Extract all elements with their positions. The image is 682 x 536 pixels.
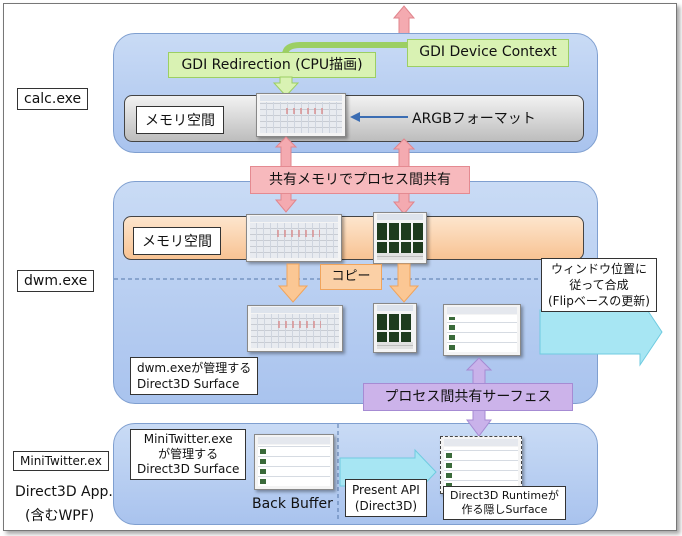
gdi-redirection-box: GDI Redirection (CPU描画) [168, 52, 376, 78]
calc-window-thumbnail [256, 93, 346, 137]
dwm-surface-twitter [443, 304, 521, 356]
up-arrow-top [392, 5, 416, 41]
window-position-line3: (Flipベースの更新) [548, 294, 650, 308]
dwm-surface-calc [247, 305, 343, 352]
app-surface-note-line2: が管理する [158, 447, 219, 461]
app-surface-note-line1: MiniTwitter.exe [143, 432, 233, 446]
shared-memory-label: 共有メモリでプロセス間共有 [250, 166, 470, 194]
orange-arrow-right [388, 263, 420, 303]
calc-exe-label: calc.exe [17, 88, 89, 110]
direct3d-app-label: Direct3D App. [15, 484, 113, 500]
shared-surface-label: プロセス間共有サーフェス [363, 383, 573, 411]
dwm-surface-taskmgr [373, 303, 417, 353]
copy-label: コピー [320, 264, 382, 290]
calc-memory-label: メモリ空間 [136, 106, 224, 134]
window-position-line2: 従って合成 [569, 278, 629, 292]
window-position-line1: ウィンドウ位置に [550, 262, 647, 276]
back-buffer-thumbnail [254, 434, 334, 490]
gdi-device-context-box: GDI Device Context [407, 39, 569, 67]
app-divider [337, 424, 339, 522]
dwm-calc-thumbnail [246, 214, 342, 262]
present-api-note: Present API (Direct3D) [345, 479, 427, 517]
orange-arrow-left [277, 263, 309, 303]
dwm-memory-label: メモリ空間 [133, 227, 221, 255]
hidden-surface-note: Direct3D Runtimeが 作る隠しSurface [443, 486, 566, 520]
present-api-line2: (Direct3D) [354, 499, 417, 513]
hidden-surface-thumbnail [440, 436, 522, 494]
present-api-line1: Present API [352, 483, 420, 497]
minitwitter-exe-label: MiniTwitter.ex [13, 451, 109, 471]
dwm-surface-note-line2: Direct3D Surface [137, 377, 240, 391]
app-surface-note: MiniTwitter.exe が管理する Direct3D Surface [130, 429, 247, 480]
dwm-taskmgr-thumbnail [373, 212, 427, 264]
dwm-surface-note: dwm.exeが管理する Direct3D Surface [130, 357, 259, 395]
argb-format-label: ARGBフォーマット [412, 111, 536, 127]
app-surface-note-line3: Direct3D Surface [137, 462, 240, 476]
hidden-surface-line2: 作る隠しSurface [461, 503, 548, 516]
wpf-label: (含むWPF) [25, 508, 95, 524]
dwm-surface-note-line1: dwm.exeが管理する [137, 361, 252, 375]
window-position-note: ウィンドウ位置に 従って合成 (Flipベースの更新) [541, 258, 657, 312]
back-buffer-label: Back Buffer [252, 496, 333, 512]
hidden-surface-line1: Direct3D Runtimeが [450, 489, 559, 502]
dwm-exe-label: dwm.exe [17, 270, 95, 292]
